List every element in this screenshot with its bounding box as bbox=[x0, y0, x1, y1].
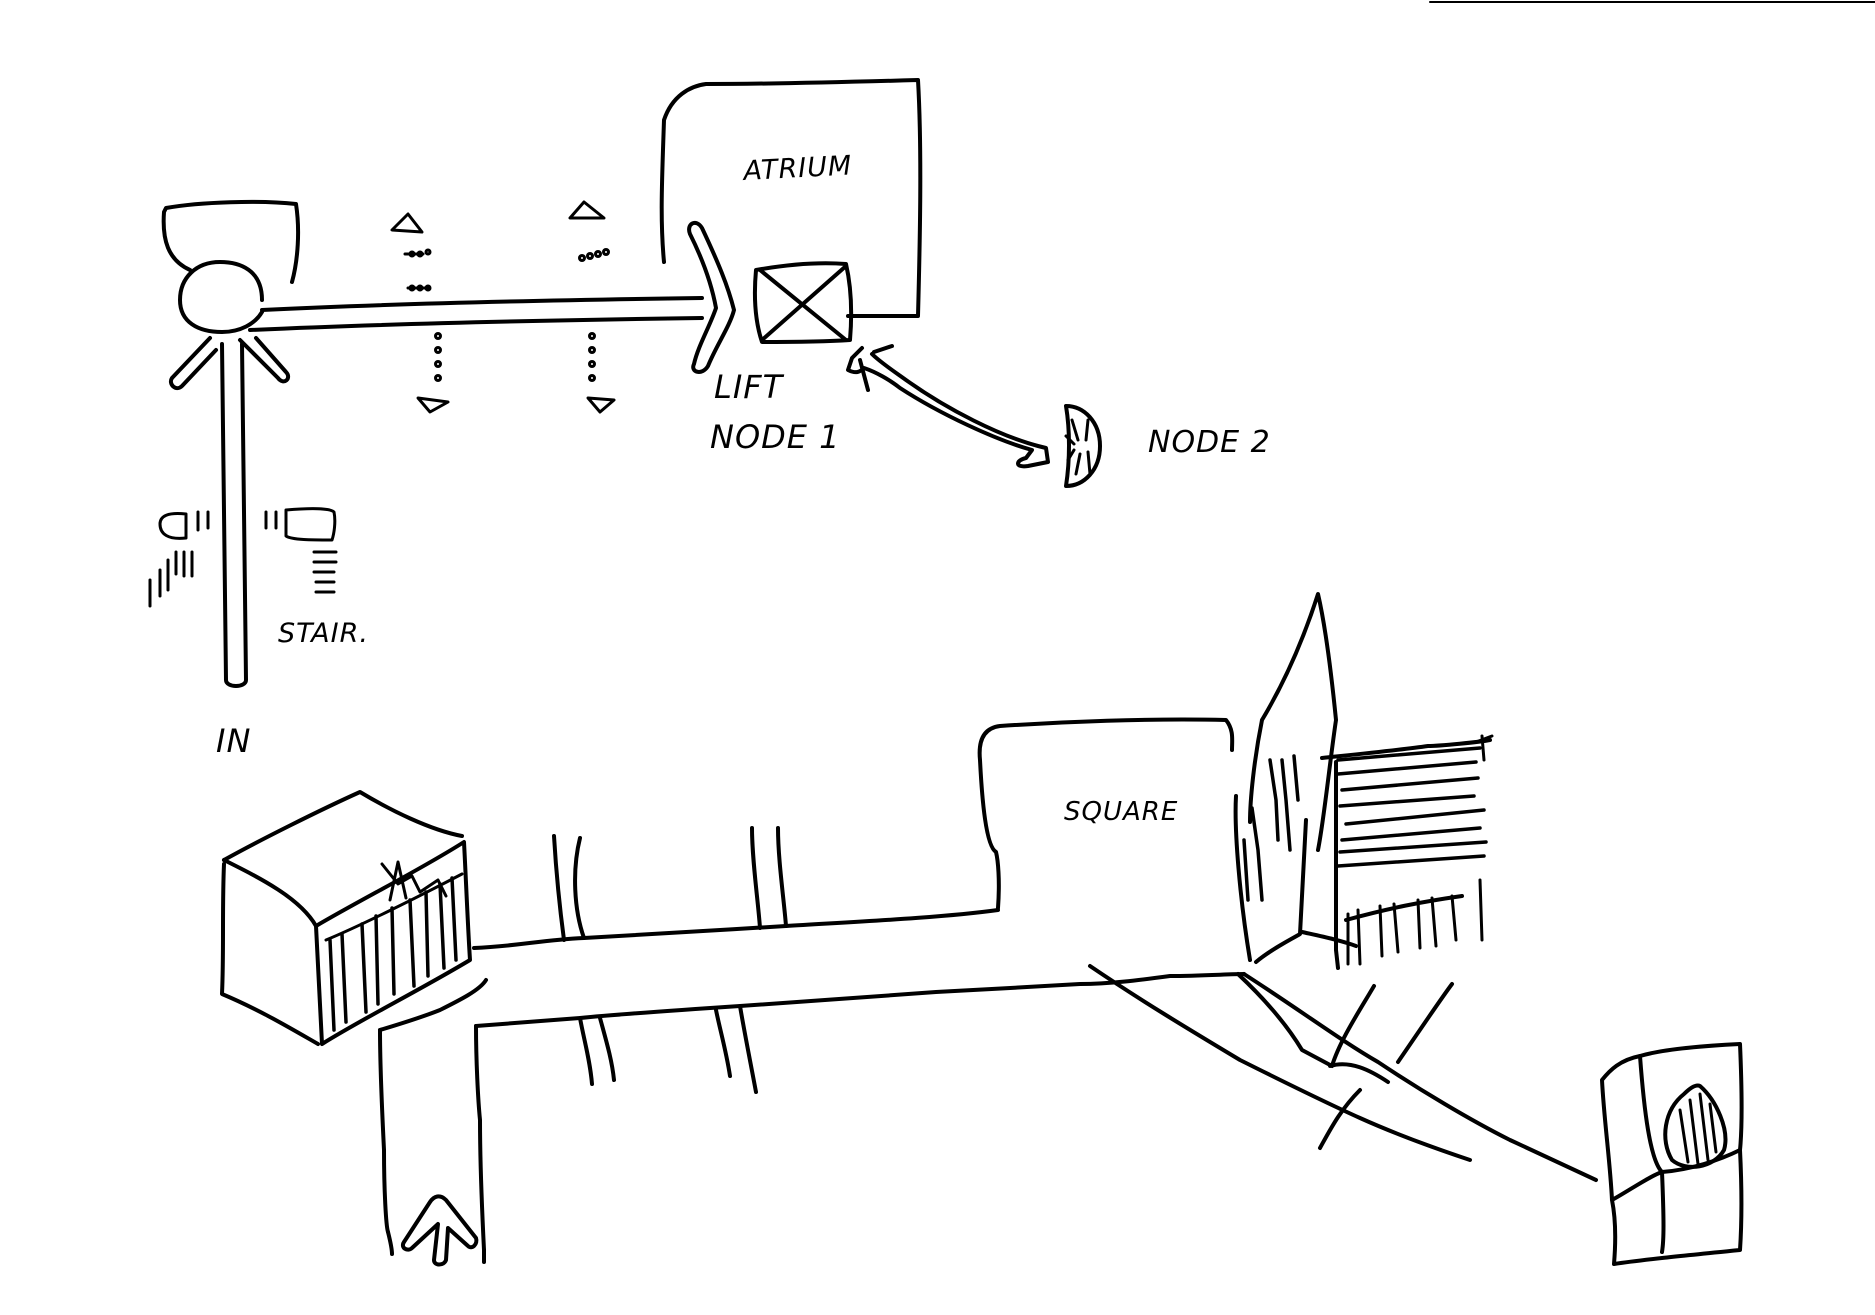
main-corridor-top bbox=[260, 296, 704, 312]
side-street-1 bbox=[552, 834, 586, 942]
hub-right-leg bbox=[238, 336, 291, 384]
down-arrow-icon bbox=[416, 396, 450, 414]
in-label: IN bbox=[216, 722, 251, 760]
road-bend bbox=[378, 978, 488, 1032]
node-link-arrow-tail bbox=[858, 344, 894, 392]
street-lower-edge bbox=[474, 972, 1246, 1028]
hub-circle bbox=[178, 260, 264, 334]
side-street-2 bbox=[750, 826, 788, 930]
monument-block bbox=[1600, 1042, 1744, 1266]
diagonal-road bbox=[1242, 972, 1598, 1182]
up-arrow-icon bbox=[390, 212, 424, 234]
lower-road-edge bbox=[386, 1230, 486, 1264]
hub-left-leg bbox=[169, 336, 218, 391]
node2-icon bbox=[1064, 404, 1102, 488]
church bbox=[1233, 592, 1494, 970]
node-link-arrow bbox=[846, 346, 1050, 469]
side-street-4 bbox=[714, 1004, 758, 1094]
side-street-3 bbox=[578, 1016, 616, 1086]
street-perspective: SQUARE bbox=[220, 592, 1744, 1267]
main-corridor-bottom bbox=[248, 316, 704, 332]
crossing-arrows-1 bbox=[390, 212, 450, 414]
atrium-label: ATRIUM bbox=[741, 150, 853, 187]
civic-building bbox=[220, 790, 472, 1046]
main-road-left bbox=[378, 1024, 486, 1252]
node2-disc bbox=[1064, 404, 1102, 488]
monument-dome bbox=[1663, 1083, 1728, 1169]
node1-label: NODE 1 bbox=[710, 418, 841, 456]
square-label: SQUARE bbox=[1064, 797, 1178, 827]
entry-lobby bbox=[161, 199, 301, 284]
lift-box bbox=[752, 261, 854, 344]
up-arrow-icon bbox=[568, 200, 606, 220]
stair-icon bbox=[148, 507, 338, 608]
square-outline bbox=[977, 717, 1235, 910]
lift-label: LIFT bbox=[714, 368, 785, 406]
up-arrow-icon bbox=[401, 1194, 479, 1267]
atrium-outline bbox=[659, 78, 923, 319]
crossing-arrows-2 bbox=[568, 200, 616, 414]
diagonal-road-lower bbox=[1088, 964, 1472, 1162]
stair-label: STAIR. bbox=[278, 618, 369, 649]
cross-street-right bbox=[1236, 972, 1454, 1150]
corridor-arrowhead bbox=[687, 220, 736, 374]
node2-label: NODE 2 bbox=[1148, 425, 1271, 460]
plan-diagram: ATRIUM LIFT NODE 1 NODE 2 STAIR. IN bbox=[148, 78, 1271, 760]
lift-cross bbox=[760, 264, 848, 342]
street-upper-edge bbox=[472, 908, 1000, 950]
in-corridor bbox=[220, 342, 248, 688]
down-arrow-icon bbox=[586, 396, 616, 414]
